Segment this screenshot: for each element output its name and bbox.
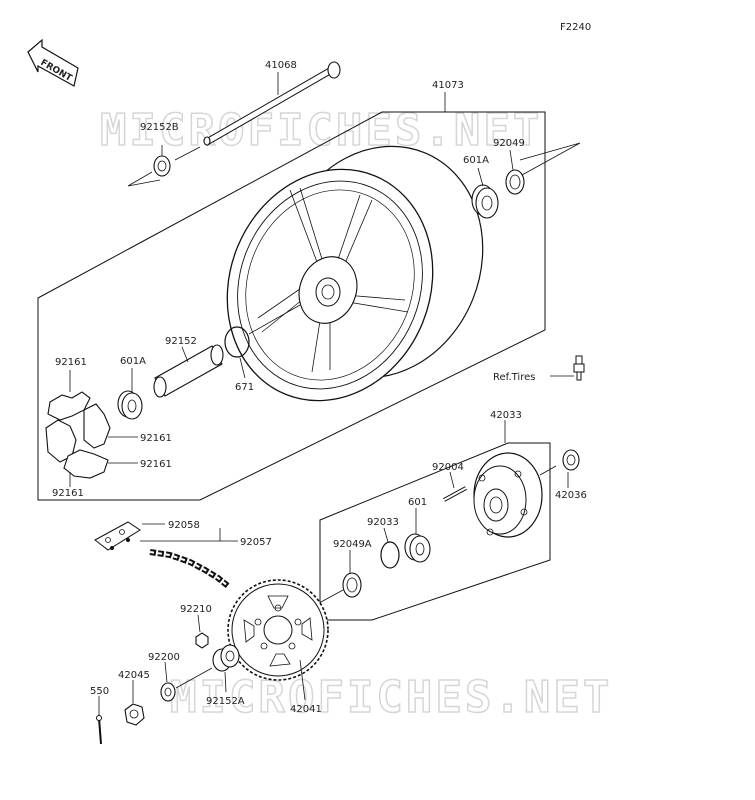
chain: [149, 549, 230, 589]
label-stud: 92004: [432, 462, 464, 473]
front-arrow-icon: FRONT: [27, 38, 79, 87]
label-damper-r1: 92161: [140, 433, 172, 444]
label-seal-right: 92049: [493, 138, 525, 149]
circlip: [380, 541, 400, 569]
cotter-pin: [96, 715, 102, 745]
collar-b: [153, 155, 171, 177]
watermark-bottom: MICROFICHES.NET: [170, 672, 612, 723]
bearing-601: [404, 533, 431, 563]
o-ring: [224, 326, 250, 358]
watermark-top: MICROFICHES.NET: [100, 105, 542, 156]
label-cotter-pin: 550: [90, 686, 109, 697]
damper-tl: [47, 391, 91, 421]
label-axle: 41068: [265, 60, 297, 71]
label-bearing-601: 601: [408, 497, 427, 508]
label-washer: 92200: [148, 652, 180, 663]
label-circlip: 92033: [367, 517, 399, 528]
label-damper-r2: 92161: [140, 459, 172, 470]
label-master-link: 92058: [168, 520, 200, 531]
collar-a: [212, 644, 240, 672]
wheel: [226, 145, 484, 402]
bearing-601a-top: [471, 184, 499, 219]
label-coupling: 42033: [490, 410, 522, 421]
seal-right: [505, 169, 525, 195]
coupling: [473, 452, 543, 538]
figure-code: F2240: [560, 22, 591, 33]
collar-coupling: [562, 449, 580, 471]
label-collar-a: 92152A: [206, 696, 245, 707]
label-o-ring: 671: [235, 382, 254, 393]
collar-center: [153, 344, 224, 398]
damper-r2: [63, 449, 109, 479]
damper-r1: [83, 403, 111, 449]
seal-a: [342, 572, 362, 598]
nut: [195, 632, 209, 649]
label-axle-nut: 42045: [118, 670, 150, 681]
axle-nut: [124, 703, 145, 726]
valve-icon: [573, 355, 585, 381]
label-collar-center: 92152: [165, 336, 197, 347]
washer: [160, 682, 176, 702]
label-bearing-601a-top: 601A: [463, 155, 489, 166]
label-sprocket: 42041: [290, 704, 322, 715]
sprocket: [227, 579, 329, 681]
master-link: [94, 521, 141, 551]
label-nut: 92210: [180, 604, 212, 615]
axle: [203, 61, 341, 147]
label-bearing-601a-left: 601A: [120, 356, 146, 367]
label-damper-tl: 92161: [55, 357, 87, 368]
label-ref-tires: Ref.Tires: [493, 372, 535, 383]
label-chain: 92057: [240, 537, 272, 548]
label-seal-a: 92049A: [333, 539, 372, 550]
wheel-group-box: [37, 111, 546, 501]
bearing-601a-left: [117, 390, 143, 420]
label-wheel: 41073: [432, 80, 464, 91]
stud: [443, 486, 467, 502]
label-collar-b: 92152B: [140, 122, 179, 133]
label-collar-coupling: 42036: [555, 490, 587, 501]
damper-l2: [45, 419, 77, 463]
label-damper-bl: 92161: [52, 488, 84, 499]
